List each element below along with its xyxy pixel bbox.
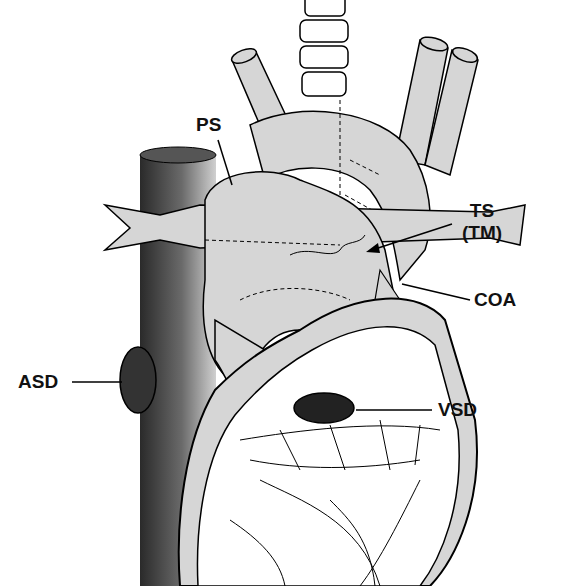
- part-label: PS: [196, 114, 221, 136]
- part-label: TS (TM): [456, 200, 508, 244]
- part-label: ASD: [18, 371, 58, 393]
- part-label: VSD: [438, 399, 477, 421]
- part-label: COA: [474, 289, 516, 311]
